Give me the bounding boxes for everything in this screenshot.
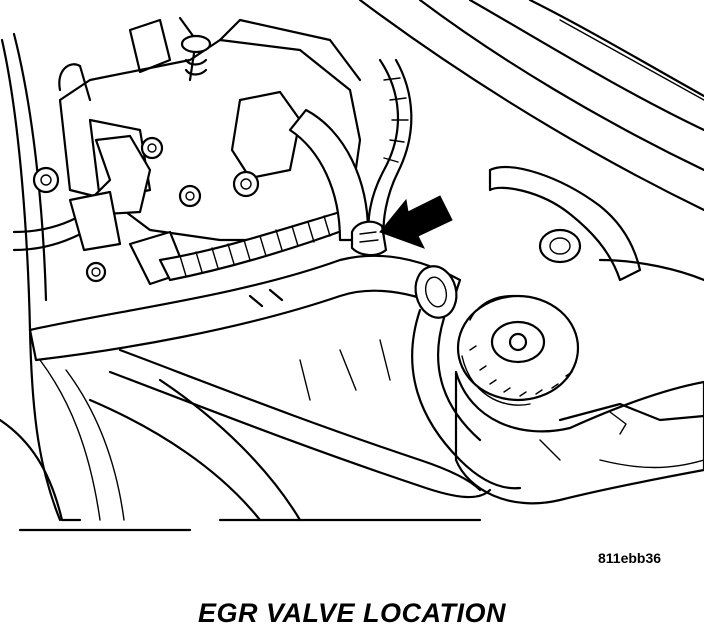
lower-hoses bbox=[88, 339, 704, 522]
arrow-icon bbox=[379, 195, 453, 249]
right-fender bbox=[358, 0, 704, 282]
intake-hose bbox=[28, 108, 462, 362]
left-body-panel bbox=[0, 32, 192, 532]
figure-code: 811ebb36 bbox=[598, 550, 662, 566]
filler-neck bbox=[411, 265, 522, 490]
fluid-reservoir bbox=[454, 294, 704, 505]
elbow-hose bbox=[68, 134, 188, 286]
figure-caption: EGR VALVE LOCATION bbox=[197, 598, 507, 628]
wiring-harness bbox=[158, 58, 413, 282]
egr-valve bbox=[350, 220, 388, 257]
